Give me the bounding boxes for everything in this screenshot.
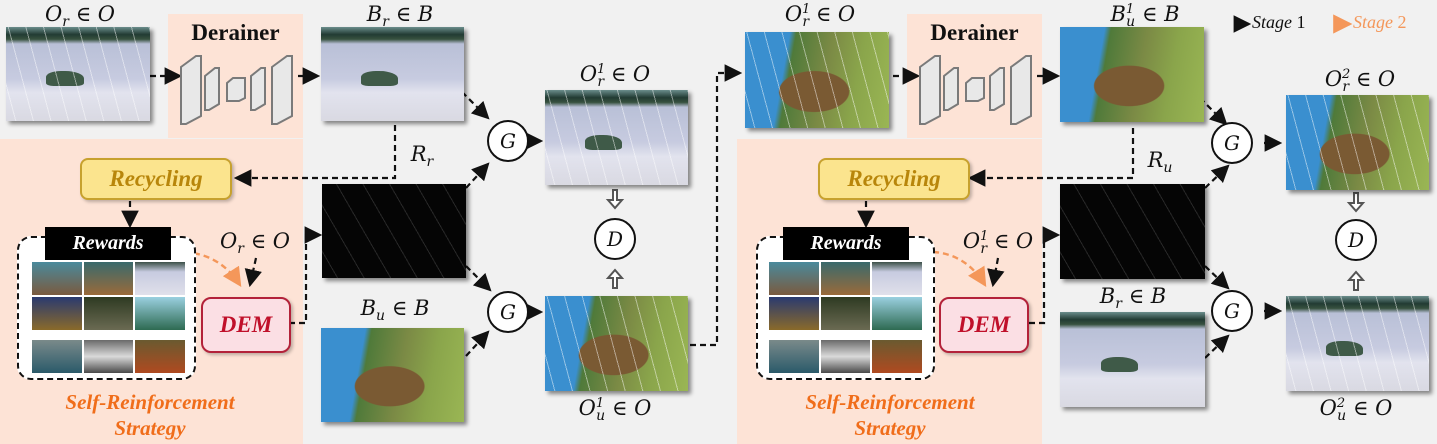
stage1-output-top-label: O1r ∈ O <box>579 62 651 90</box>
thumb-race-cars <box>820 340 871 373</box>
thumb-harbor-boats <box>32 340 82 373</box>
thumb-two-men-cabin <box>32 297 82 330</box>
stage2-clean-label: Br ∈ B <box>1099 284 1167 312</box>
stage1-derainer-title: Derainer <box>191 20 280 45</box>
stage2-discriminator: D <box>1335 219 1377 261</box>
hollow-arrow-down-1 <box>605 189 625 210</box>
strategy-line1: Self-Reinforcement <box>65 390 235 414</box>
stage1-clean-image <box>321 328 464 422</box>
derainer-network-icon-2 <box>919 55 1032 125</box>
stage1-strategy-label: Self-Reinforcement Strategy <box>40 389 260 441</box>
thumb-collie-dog <box>83 262 134 295</box>
thumb-tiger-eating <box>872 340 922 373</box>
arrow-residual-to-g-top-2 <box>1204 164 1230 189</box>
legend-stage2: Stage 2 <box>1353 12 1407 32</box>
stage2-generator-top: G <box>1211 122 1253 164</box>
strategy-line2: Strategy <box>854 416 926 440</box>
stage2-derained-image <box>1060 27 1204 122</box>
stage2-clean-image <box>1060 312 1205 407</box>
arrow-or-to-dem-1 <box>244 257 262 288</box>
stage1-synth-rainy-top-image <box>545 90 688 185</box>
arrow-bu-to-g-top-2 <box>1199 97 1228 126</box>
arrow-rewards-to-dem-2 <box>932 250 987 288</box>
arrow-bu-to-g-bottom-1 <box>465 330 490 357</box>
stage2-dem-input-label: O1r ∈ O <box>962 229 1034 257</box>
stage2-dem-box: DEM <box>939 297 1029 353</box>
stage1-input-label: Or ∈ O <box>44 2 116 30</box>
arrow-residual-to-g-bottom-1 <box>465 265 492 292</box>
thumb-polar-bear <box>135 262 185 295</box>
stage1-derained-label: Br ∈ B <box>366 2 434 30</box>
stage1-generator-bottom: G <box>487 291 529 333</box>
arrow-residual-to-g-top-1 <box>465 162 490 189</box>
stage1-dem-input-label: Or ∈ O <box>219 229 291 257</box>
arrow-or-to-dem-2 <box>987 257 1005 288</box>
stage1-discriminator: D <box>594 218 636 260</box>
stage1-reward-thumbnails <box>32 262 185 373</box>
stage2-generator-bottom: G <box>1211 290 1253 332</box>
stage2-strategy-label: Self-Reinforcement Strategy <box>780 389 1000 441</box>
hollow-arrow-down-2 <box>1346 192 1366 213</box>
stage2-input-label: O1r ∈ O <box>784 2 856 30</box>
polar-bear-figure <box>46 71 84 87</box>
polar-bear-figure <box>585 134 623 150</box>
thumb-harbor-boats <box>769 340 819 373</box>
stage2-derained-label: B1u ∈ B <box>1110 2 1180 30</box>
thumb-bird-on-rocks <box>83 297 134 330</box>
stage1-clean-label: Bu ∈ B <box>360 296 430 324</box>
arrow-dem-to-residual-1 <box>289 226 323 325</box>
thumb-two-men-cabin <box>769 297 819 330</box>
arrow-br-to-recycling-1 <box>233 125 397 187</box>
stage2-recycling-box: Recycling <box>818 158 970 200</box>
stage1-rainy-input-image <box>6 27 150 121</box>
derainer-network-icon-1 <box>180 55 293 125</box>
stage2-residual-label: Ru <box>1147 148 1173 176</box>
thumb-race-cars <box>83 340 134 373</box>
thumb-tiger-eating <box>135 340 185 373</box>
stage1-residual-label: Rr <box>410 142 434 170</box>
polar-bear-figure <box>1326 340 1364 356</box>
stage2-output-bottom-label: O2u ∈ O <box>1319 396 1393 424</box>
thumb-bears-by-water <box>32 262 82 295</box>
arrow-br-to-g-bottom-2 <box>1204 334 1230 359</box>
thumb-bird-on-rocks <box>820 297 871 330</box>
arrow-bu-to-recycling-2 <box>967 128 1135 187</box>
thumb-polar-bear <box>872 262 922 295</box>
stage2-rain-residual-image <box>1060 184 1205 279</box>
stage1-dem-box: DEM <box>201 297 291 353</box>
arrow-residual-to-g-bottom-2 <box>1204 265 1230 290</box>
stage2-rewards-label: Rewards <box>783 227 909 260</box>
stage1-rain-residual-image <box>322 184 466 278</box>
arrow-dem-to-residual-2 <box>1029 226 1061 325</box>
stage1-output-bottom-label: O1u ∈ O <box>578 396 652 424</box>
stage2-rainy-input-image <box>745 32 889 128</box>
strategy-line2: Strategy <box>114 416 186 440</box>
thumb-green-valley <box>872 297 922 330</box>
hollow-arrow-up-1 <box>605 268 625 289</box>
thumb-green-valley <box>135 297 185 330</box>
stage2-synth-rainy-bottom-image <box>1286 296 1429 391</box>
hollow-arrow-up-2 <box>1346 270 1366 291</box>
stage1-generator-top: G <box>487 120 529 162</box>
legend-stage1: Stage 1 <box>1252 12 1306 32</box>
arrow-br-to-g-top-1 <box>461 91 490 120</box>
stage2-derainer-title: Derainer <box>930 20 1019 45</box>
strategy-line1: Self-Reinforcement <box>805 390 975 414</box>
arrow-out-to-stage2 <box>690 64 743 347</box>
stage1-recycling-box: Recycling <box>80 158 232 200</box>
arrow-rewards-to-dem-1 <box>183 250 242 288</box>
thumb-bears-by-water <box>769 262 819 295</box>
stage2-output-top-label: O2r ∈ O <box>1324 67 1396 95</box>
stage1-synth-rainy-bottom-image <box>545 296 688 391</box>
polar-bear-figure <box>361 71 399 87</box>
polar-bear-figure <box>1100 356 1139 372</box>
stage1-rewards-label: Rewards <box>45 227 171 260</box>
stage2-synth-rainy-top-image <box>1286 95 1429 190</box>
stage2-reward-thumbnails <box>769 262 922 373</box>
thumb-collie-dog <box>820 262 871 295</box>
stage1-derained-image <box>321 27 464 121</box>
